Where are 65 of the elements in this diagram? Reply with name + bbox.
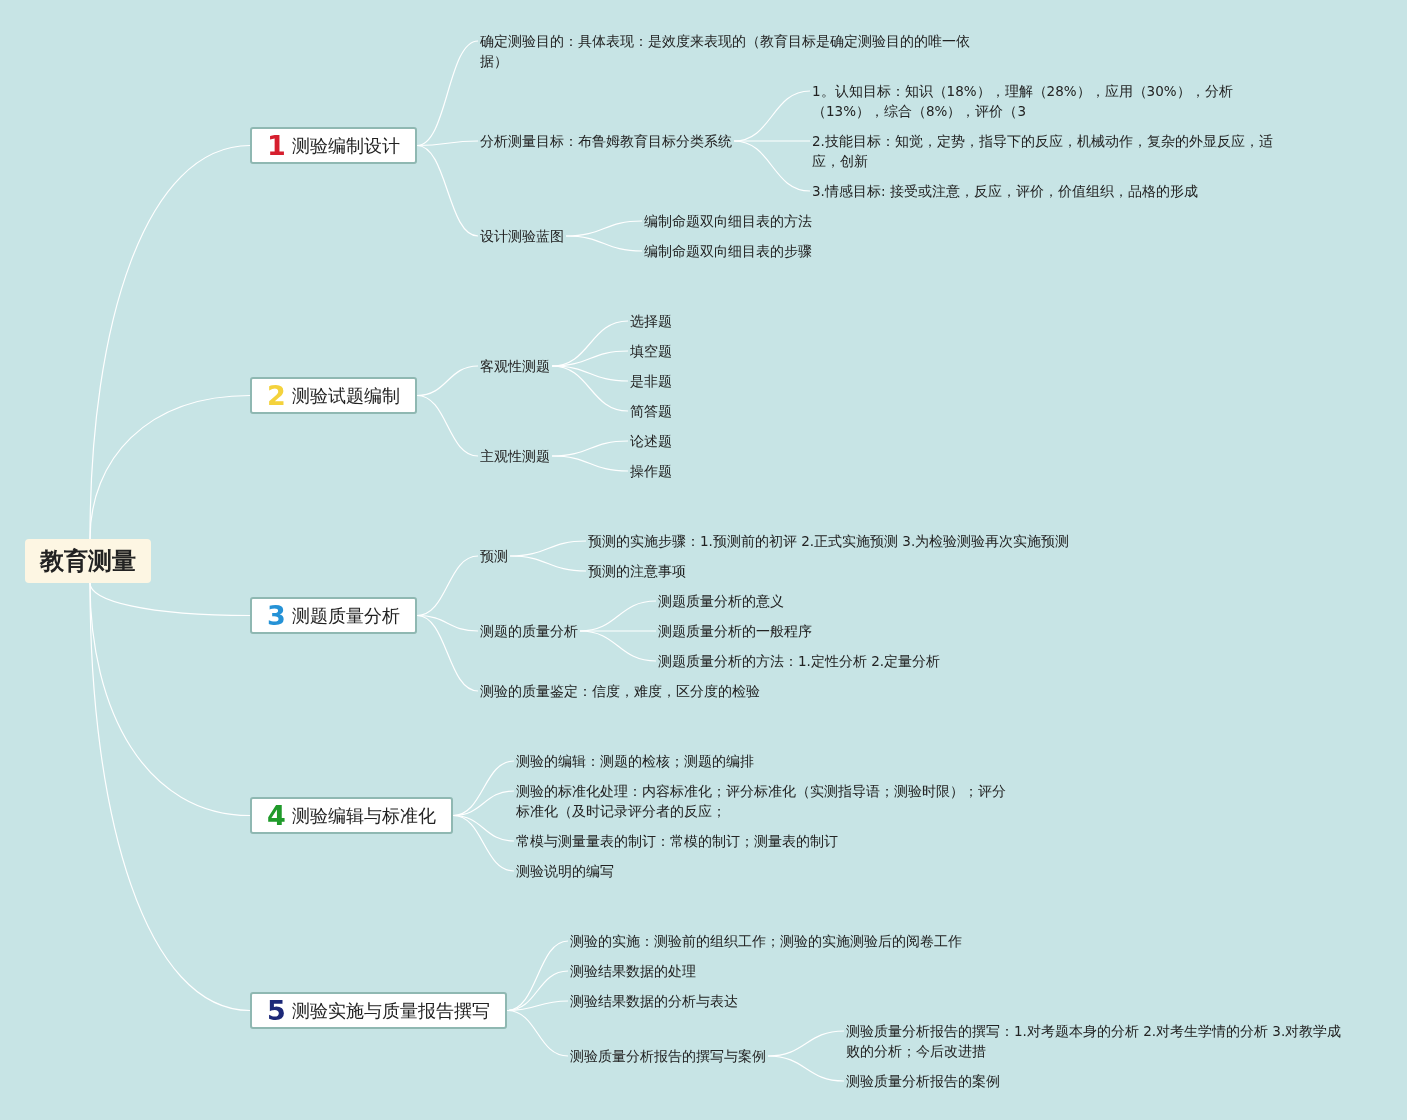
branch-text: 测题的质量分析 bbox=[478, 621, 580, 641]
branch-text: 操作题 bbox=[628, 461, 674, 481]
branch-line bbox=[551, 455, 629, 472]
branch-line bbox=[551, 365, 629, 382]
branch-text: 测验质量分析报告的撰写：1.对考题本身的分析 2.对考生学情的分析 3.对教学成败的分析；今后改进措 bbox=[844, 1021, 1344, 1061]
branch-line bbox=[767, 1055, 845, 1082]
branch-text: 测题质量分析的方法：1.定性分析 2.定量分析 bbox=[656, 651, 943, 671]
topic-box bbox=[250, 992, 507, 1029]
branch-text: 测验的标准化处理：内容标准化；评分标准化（实测指导语；测验时限）；评分标准化（及时记录评分者的反应； bbox=[514, 781, 1014, 821]
branch-text: 测验说明的编写 bbox=[514, 861, 616, 881]
topic-title: 测验编制设计 bbox=[291, 133, 400, 158]
topic-box bbox=[250, 127, 417, 164]
branch-text: 1。认知目标：知识（18%），理解（28%），应用（30%），分析（13%），综合（8%），评价（3 bbox=[810, 81, 1305, 121]
topic-box bbox=[250, 797, 453, 834]
branch-text: 分析测量目标：布鲁姆教育目标分类系统 bbox=[478, 131, 734, 151]
branch-text: 测验的编辑：测题的检核；测题的编排 bbox=[514, 751, 756, 771]
branch-text: 测验的实施：测验前的组织工作；测验的实施测验后的阅卷工作 bbox=[568, 931, 964, 951]
topic-number: 1 bbox=[267, 130, 286, 161]
branch-text: 是非题 bbox=[628, 371, 674, 391]
branch-text: 简答题 bbox=[628, 401, 674, 421]
branch-line bbox=[416, 614, 479, 692]
branch-text: 预测的实施步骤：1.预测前的初评 2.正式实施预测 3.为检验测验再次实施预测 bbox=[586, 531, 1072, 551]
branch-text: 常模与测量量表的制订：常模的制订；测量表的制订 bbox=[514, 831, 840, 851]
branch-line bbox=[509, 555, 587, 572]
branch-text: 填空题 bbox=[628, 341, 674, 361]
branch-text: 设计测验蓝图 bbox=[478, 226, 566, 246]
branch-text: 测验质量分析报告的案例 bbox=[844, 1071, 1002, 1091]
topic-number: 5 bbox=[267, 995, 286, 1026]
branch-text: 主观性测题 bbox=[478, 446, 552, 466]
branch-text: 预测 bbox=[478, 546, 510, 566]
topic-title: 测验实施与质量报告撰写 bbox=[291, 998, 490, 1023]
branch-line bbox=[452, 814, 515, 872]
central-topic-box: 教育测量 bbox=[25, 539, 151, 583]
branch-text: 3.情感目标: 接受或注意，反应，评价，价值组织，品格的形成 bbox=[810, 181, 1200, 201]
branch-text: 选择题 bbox=[628, 311, 674, 331]
branch-line bbox=[416, 394, 479, 457]
branch-text: 确定测验目的：具体表现：是效度来表现的（教育目标是确定测验目的的唯一依据） bbox=[478, 31, 978, 71]
topic-number: 3 bbox=[267, 600, 286, 631]
topic-title: 测题质量分析 bbox=[291, 603, 400, 628]
topic-title: 测验编辑与标准化 bbox=[291, 803, 436, 828]
branch-line bbox=[89, 394, 251, 540]
branch-text: 预测的注意事项 bbox=[586, 561, 688, 581]
topic-box bbox=[250, 377, 417, 414]
branch-line bbox=[579, 630, 657, 662]
branch-line bbox=[551, 365, 629, 412]
topic-number: 2 bbox=[267, 380, 286, 411]
topic-title: 测验试题编制 bbox=[291, 383, 400, 408]
branch-text: 编制命题双向细目表的步骤 bbox=[642, 241, 814, 261]
topic-number: 4 bbox=[267, 800, 286, 831]
branch-text: 测题质量分析的一般程序 bbox=[656, 621, 814, 641]
branch-text: 2.技能目标：知觉，定势，指导下的反应，机械动作，复杂的外显反应，适应，创新 bbox=[810, 131, 1300, 171]
branch-text: 测验结果数据的处理 bbox=[568, 961, 698, 981]
branch-text: 测验质量分析报告的撰写与案例 bbox=[568, 1046, 768, 1066]
branch-text: 测验结果数据的分析与表达 bbox=[568, 991, 740, 1011]
branch-line bbox=[565, 235, 643, 252]
topic-box bbox=[250, 597, 417, 634]
branch-line bbox=[733, 140, 811, 192]
branch-text: 测验的质量鉴定：信度，难度，区分度的检验 bbox=[478, 681, 762, 701]
branch-text: 客观性测题 bbox=[478, 356, 552, 376]
branch-text: 测题质量分析的意义 bbox=[656, 591, 786, 611]
branch-line bbox=[89, 582, 251, 1012]
branch-line bbox=[416, 144, 479, 237]
branch-text: 论述题 bbox=[628, 431, 674, 451]
branch-line bbox=[506, 1009, 569, 1057]
branch-text: 编制命题双向细目表的方法 bbox=[642, 211, 814, 231]
